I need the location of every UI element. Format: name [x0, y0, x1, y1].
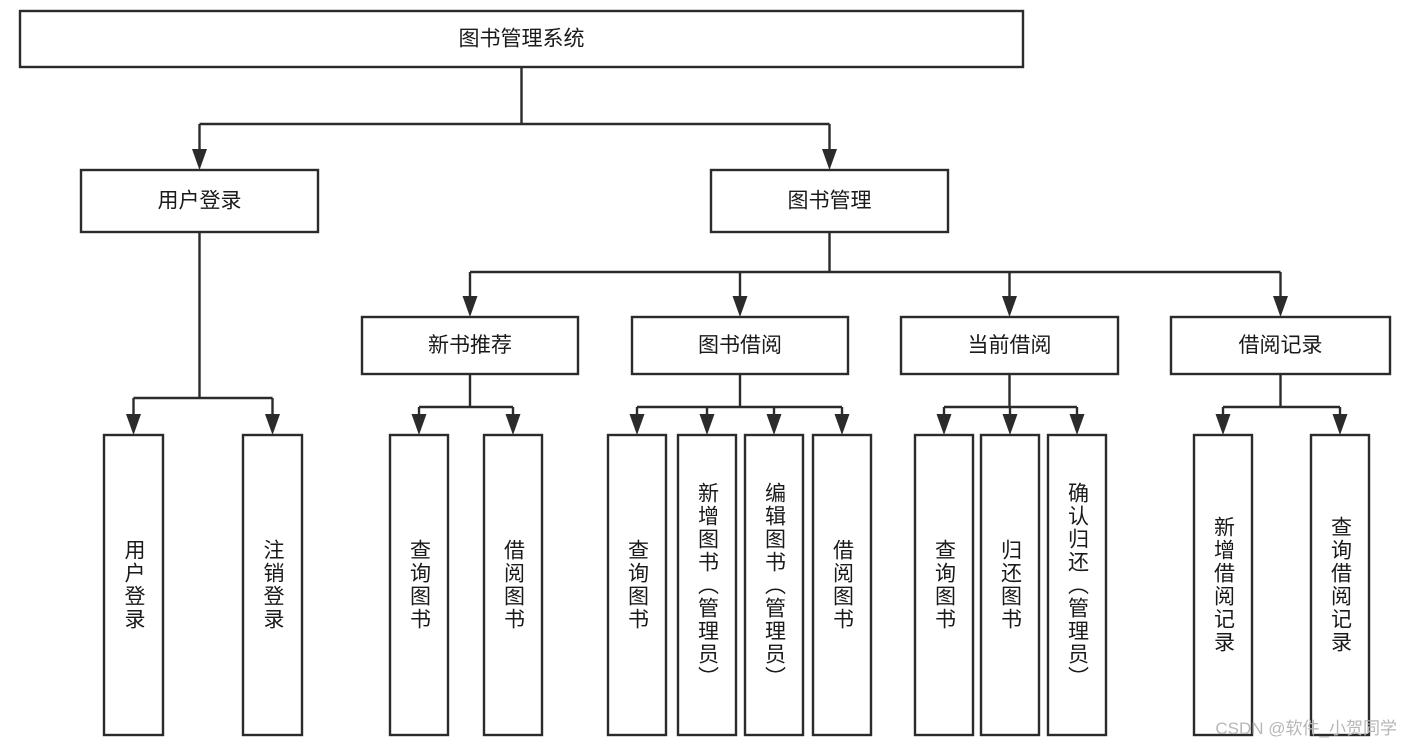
node-box-leaf-logout[interactable]	[241, 433, 304, 737]
node-label-current-borrow: 当前借阅	[968, 334, 1052, 357]
node-label-book-borrow: 图书借阅	[698, 334, 782, 357]
node-box-leaf-query-book-current[interactable]	[913, 433, 975, 737]
node-box-user-login[interactable]	[79, 168, 320, 234]
node-box-leaf-user-login[interactable]	[102, 433, 165, 737]
node-box-current-borrow[interactable]	[899, 315, 1120, 376]
node-box-layer	[18, 9, 1392, 737]
node-label-book-manage: 图书管理	[788, 190, 872, 213]
csdn-watermark: CSDN @软件_小贺同学	[1215, 719, 1397, 738]
node-box-leaf-confirm-return-admin[interactable]	[1046, 433, 1108, 737]
node-box-leaf-add-book-admin[interactable]	[676, 433, 738, 737]
node-box-leaf-borrow-book-new[interactable]	[482, 433, 544, 737]
connector-layer	[126, 67, 1348, 435]
node-box-leaf-borrow-book[interactable]	[811, 433, 873, 737]
node-label-new-book-recommend: 新书推荐	[428, 334, 512, 357]
node-box-borrow-record[interactable]	[1169, 315, 1392, 376]
node-box-leaf-query-book-borrow[interactable]	[606, 433, 668, 737]
node-label-borrow-record: 借阅记录	[1239, 334, 1323, 357]
node-box-leaf-add-borrow-record[interactable]	[1192, 433, 1254, 737]
node-box-root[interactable]	[18, 9, 1025, 69]
node-label-root: 图书管理系统	[459, 28, 585, 51]
node-box-book-manage[interactable]	[709, 168, 950, 234]
node-box-new-book-recommend[interactable]	[360, 315, 580, 376]
node-box-book-borrow[interactable]	[630, 315, 850, 376]
node-label-user-login: 用户登录	[158, 190, 242, 213]
node-box-leaf-return-book[interactable]	[979, 433, 1041, 737]
node-box-leaf-edit-book-admin[interactable]	[743, 433, 805, 737]
node-box-leaf-query-book-new[interactable]	[388, 433, 450, 737]
node-box-leaf-query-borrow-record[interactable]	[1309, 433, 1371, 737]
